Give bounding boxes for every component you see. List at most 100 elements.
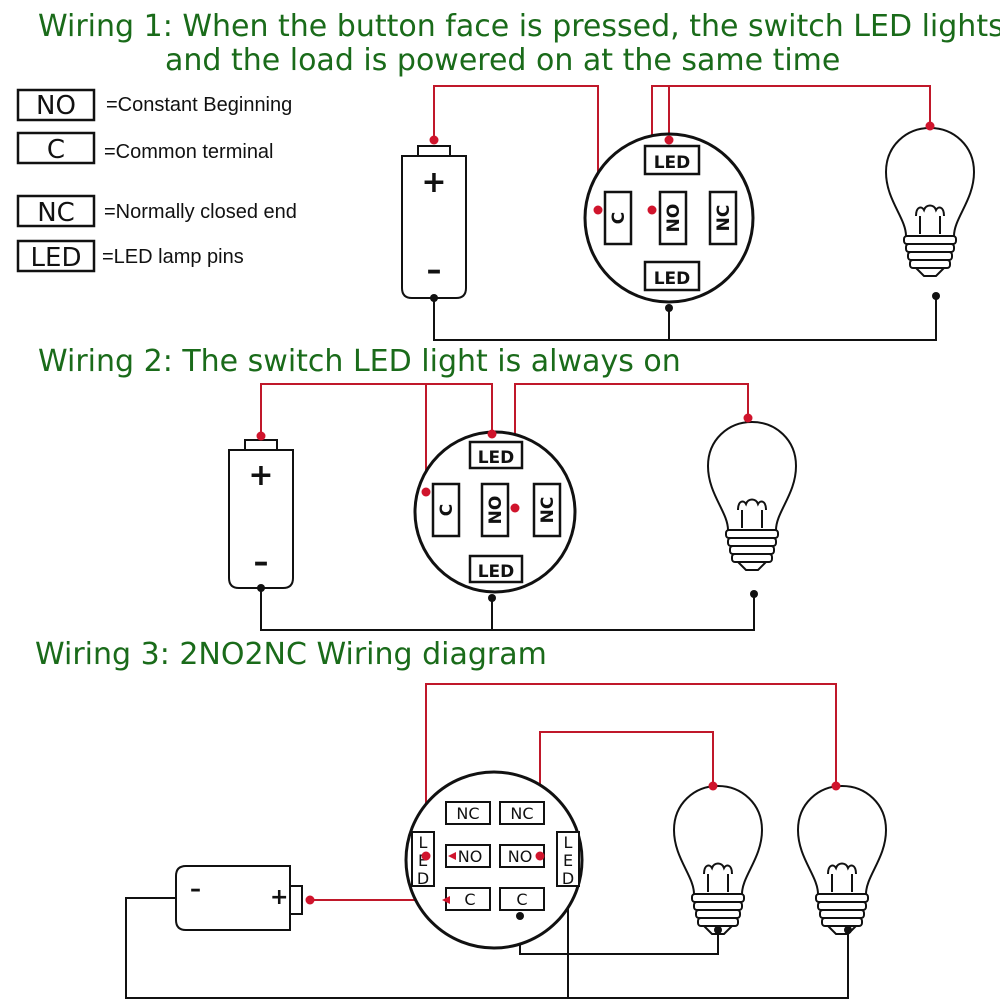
legend-desc-c: =Common terminal [104,141,274,163]
wiring3-pin-led-left-e: E [418,851,428,870]
wiring3-switch: NC NC NO NO C C L E D L E D [404,770,584,950]
wiring2-pin-no-label: NO [486,496,506,525]
wiring2-wire-return [260,588,755,631]
wiring2-pin-no [480,482,510,538]
wiring1-dot-led-return [665,304,673,312]
wiring3-bulb-2 [797,785,887,935]
wiring1-title-line1: Wiring 1: When the button face is presse… [38,9,1000,44]
wiring3-battery-plus: + [270,885,288,910]
wiring2-pin-c [431,482,461,538]
wiring2-pin-led-bottom-label: LED [478,562,515,582]
wiring1-dot-pin-no [647,205,657,215]
wiring3-dot-bulb-2-return [844,926,852,934]
wiring1-wire-return [433,296,937,341]
wiring1-battery-plus: + [421,165,446,200]
wiring3-pin-nc-left [445,801,491,825]
wiring1-pin-led-bottom-label: LED [654,269,691,289]
wiring3-pin-led-right-e: E [563,851,573,870]
wiring1-dot-bulb [925,121,935,131]
legend-code-nc: NC [37,198,75,228]
wiring1-title-line2: and the load is powered on at the same t… [165,43,840,78]
wiring3-dot-no-right [535,851,545,861]
wiring2-dot-battery-plus [256,431,266,441]
wiring2-dot-pin-c [421,487,431,497]
wiring3-title: Wiring 3: 2NO2NC Wiring diagram [35,637,547,672]
wiring3-arrow-no-left [448,852,456,860]
wiring1-pin-led-top-label: LED [654,153,691,173]
wiring1-dot-pin-c [593,205,603,215]
wiring3-pin-led-right-d: D [562,869,574,888]
wiring3-pin-led-right [556,831,580,887]
legend: NO =Constant Beginning C =Common termina… [16,88,297,273]
wiring2-pin-c-label: C [437,504,457,516]
wiring3-battery-minus: – [190,877,201,902]
wiring2-title: Wiring 2: The switch LED light is always… [38,344,681,379]
wiring1-dot-battery-minus [430,294,438,302]
legend-item-led: LED =LED lamp pins [16,239,244,273]
legend-code-led: LED [31,243,82,273]
wiring3-pin-led-left-d: D [417,869,429,888]
wiring2-pin-led-bottom [468,554,524,584]
wiring1-pin-no [658,190,688,246]
wiring2-dot-bulb-return [750,590,758,598]
wiring2-diagram: + – LED LED C NO NC [228,383,797,631]
wiring3-pin-no-left-label: NO [458,847,483,866]
wiring2-dot-pin-led [487,429,497,439]
wiring3-pin-nc-left-label: NC [456,804,479,823]
wiring2-switch: LED LED C NO NC [413,430,577,594]
wiring2-pin-nc-label: NC [538,497,558,524]
wiring3-battery: – + [175,865,303,931]
wiring3-dot-battery-plus [305,895,315,905]
wiring2-pin-led-top-label: LED [478,448,515,468]
wiring3-pin-nc-right [499,801,545,825]
wiring3-pin-c-right-label: C [516,890,527,909]
wiring3-pin-c-left-label: C [464,890,475,909]
wiring2-wire-battery-to-led [260,383,493,436]
wiring3-pin-no-right-label: NO [508,847,533,866]
wiring3-pin-nc-right-label: NC [510,804,533,823]
wiring1-bulb [885,127,975,277]
wiring1-pin-c [603,190,633,246]
wiring3-dot-c-right [516,912,524,920]
wiring3-pin-c-right [499,887,545,911]
wiring1-dot-bulb-return [932,292,940,300]
wiring1-pin-led-top [643,144,701,176]
wiring3-dot-bulb-1-return [714,926,722,934]
wiring3-dot-bulb-1 [708,781,718,791]
legend-item-nc: NC =Normally closed end [16,194,297,228]
wiring1-wire-battery-to-c [433,85,599,210]
legend-desc-led: =LED lamp pins [102,246,244,268]
wiring2-dot-bulb [743,413,753,423]
wiring2-battery: + – [228,439,294,589]
wiring2-bulb [707,421,797,571]
wiring2-battery-plus: + [248,458,273,493]
wiring1-diagram: + – LED LED C NO NC [401,85,975,341]
legend-desc-no: =Constant Beginning [106,94,292,116]
wiring1-pin-c-label: C [609,212,629,224]
wiring3-dot-led-left [421,851,431,861]
wiring3-bulb-1 [673,785,763,935]
wiring3-pin-no-left [445,844,491,868]
wiring3-wire-return-outer [125,897,849,999]
wiring3-arrow-c-left [442,896,450,904]
wiring1-battery: + – [401,145,467,299]
wiring2-pin-nc [532,482,562,538]
wiring2-battery-minus: – [254,545,269,580]
wiring3-pin-led-left-l: L [419,833,428,852]
wiring2-dot-led-return [488,594,496,602]
wiring3-pin-led-right-l: L [564,833,573,852]
wiring1-switch: LED LED C NO NC [583,132,755,304]
legend-code-c: C [47,135,65,165]
wiring2-dot-pin-no [510,503,520,513]
wiring2-dot-battery-minus [257,584,265,592]
wiring1-battery-minus: – [427,253,442,288]
legend-desc-nc: =Normally closed end [104,201,297,223]
legend-code-no: NO [36,91,76,121]
wiring3-dot-bulb-2 [831,781,841,791]
wiring1-pin-led-bottom [643,260,701,292]
wiring3-diagram: – + NC NC NO NO C C L E D [125,683,887,999]
wiring1-pin-nc-label: NC [714,205,734,232]
wiring1-pin-no-label: NO [664,204,684,233]
wiring3-wire-led-to-bulb2 [425,683,837,856]
